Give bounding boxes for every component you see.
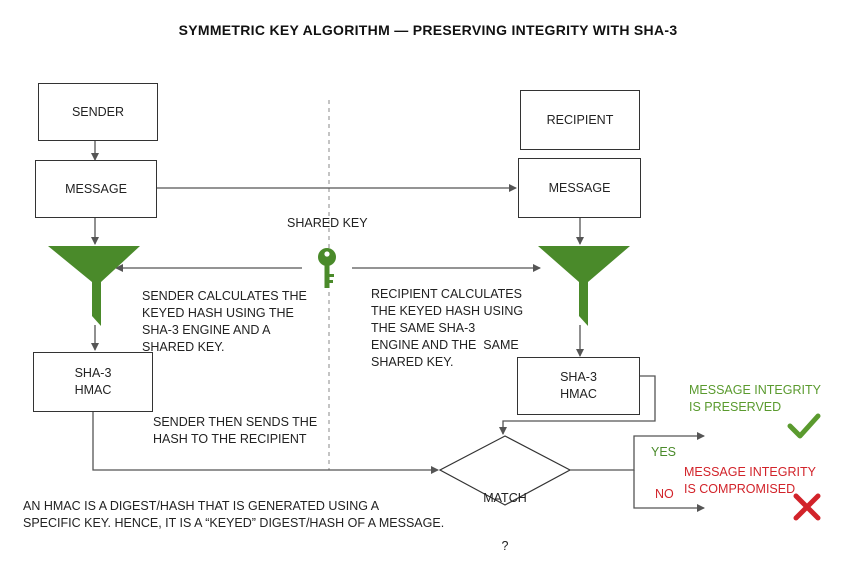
recipient-hmac-box: SHA-3 HMAC xyxy=(517,357,640,415)
recipient-message-label: MESSAGE xyxy=(548,180,611,195)
recipient-calc-text: RECIPIENT CALCULATES THE KEYED HASH USIN… xyxy=(371,287,524,369)
shared-key-label: SHARED KEY xyxy=(287,216,368,230)
arrow-hmac-right-to-match xyxy=(499,375,656,435)
recipient-label: RECIPIENT xyxy=(546,112,614,127)
recipient-box: RECIPIENT xyxy=(520,90,640,150)
funnel-icon xyxy=(48,246,140,326)
no-label: NO xyxy=(655,487,674,501)
sender-box: SENDER xyxy=(38,83,158,141)
cross-icon xyxy=(793,493,821,521)
yes-label: YES xyxy=(651,445,677,459)
sender-hmac-label-line1: SHA-3 xyxy=(74,366,112,380)
sender-send-text: SENDER THEN SENDS THE HASH TO THE RECIPI… xyxy=(153,415,318,446)
sender-message-box: MESSAGE xyxy=(35,160,157,218)
recipient-hmac-label-line1: SHA-3 xyxy=(560,370,597,384)
recipient-hmac-label-line2: HMAC xyxy=(560,387,597,401)
checkmark-icon xyxy=(787,413,821,439)
arrow-yes-branch xyxy=(570,432,705,471)
arrow-hmac-left-to-match xyxy=(92,412,439,474)
match-decision-diamond xyxy=(438,435,572,506)
sender-hmac-box: SHA-3 HMAC xyxy=(33,352,153,412)
recipient-message-box: MESSAGE xyxy=(518,158,641,218)
match-label-line1: MATCH xyxy=(483,491,527,505)
sender-label: SENDER xyxy=(71,104,125,119)
match-label-line2: ? xyxy=(501,539,509,553)
sender-calc-text: SENDER CALCULATES THE KEYED HASH USING T… xyxy=(142,289,307,354)
integrity-preserved-text: MESSAGE INTEGRITY IS PRESERVED xyxy=(689,383,821,414)
integrity-compromised-text: MESSAGE INTEGRITY IS COMPROMISED xyxy=(684,465,816,496)
key-icon xyxy=(318,248,336,288)
funnel-icon xyxy=(538,246,630,326)
sender-hmac-label-line2: HMAC xyxy=(74,383,112,397)
diagram-title: SYMMETRIC KEY ALGORITHM — PRESERVING INT… xyxy=(178,22,678,38)
arrow-no-branch xyxy=(633,470,705,512)
match-label: MATCH ? xyxy=(440,458,570,570)
hmac-footnote: AN HMAC IS A DIGEST/HASH THAT IS GENERAT… xyxy=(23,499,445,530)
sender-message-label: MESSAGE xyxy=(65,181,127,196)
